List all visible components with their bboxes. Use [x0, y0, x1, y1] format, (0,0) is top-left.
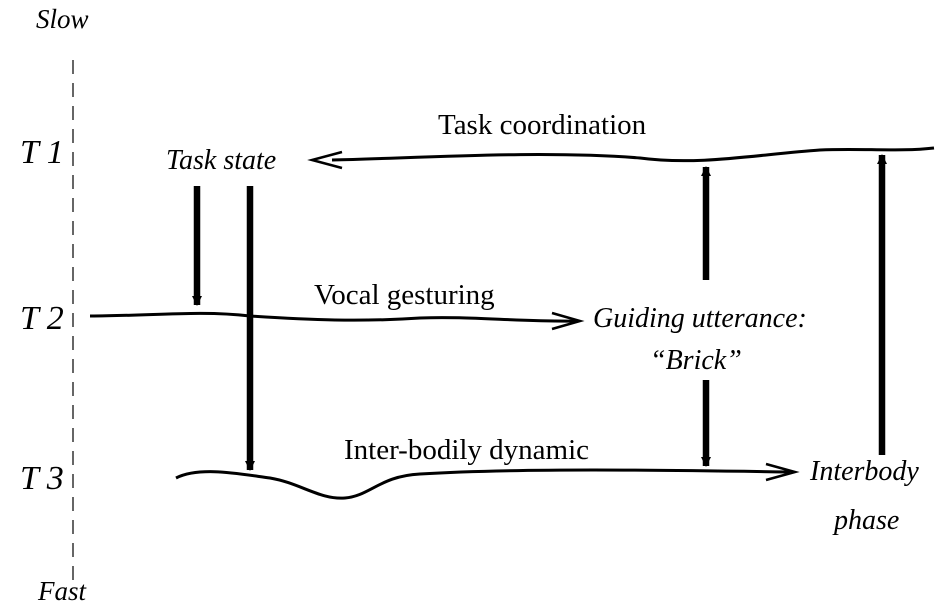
vocal-gesturing-label: Vocal gesturing	[314, 279, 495, 311]
inter-bodily-label: Inter-bodily dynamic	[344, 434, 589, 466]
slow-label: Slow	[36, 4, 89, 34]
fast-label: Fast	[37, 576, 88, 606]
task-coordination-label: Task coordination	[438, 109, 647, 141]
inter-bodily-arrowhead	[765, 462, 800, 482]
vocal-gesturing-line	[89, 311, 579, 323]
task-state-label: Task state	[166, 145, 276, 176]
task-coordination-line	[331, 146, 935, 163]
level-t3: T 3	[20, 460, 64, 497]
task-coordination-arrowhead	[307, 150, 343, 170]
brick-quote-label: “Brick”	[650, 345, 742, 376]
guiding-utterance-label: Guiding utterance:	[593, 303, 807, 334]
interbody-label: Interbody	[809, 456, 919, 487]
level-t2: T 2	[20, 300, 64, 337]
vocal-gesturing-arrowhead	[551, 311, 585, 331]
inter-bodily-line	[175, 468, 791, 500]
phase-label: phase	[832, 505, 899, 536]
level-t1: T 1	[20, 134, 64, 171]
